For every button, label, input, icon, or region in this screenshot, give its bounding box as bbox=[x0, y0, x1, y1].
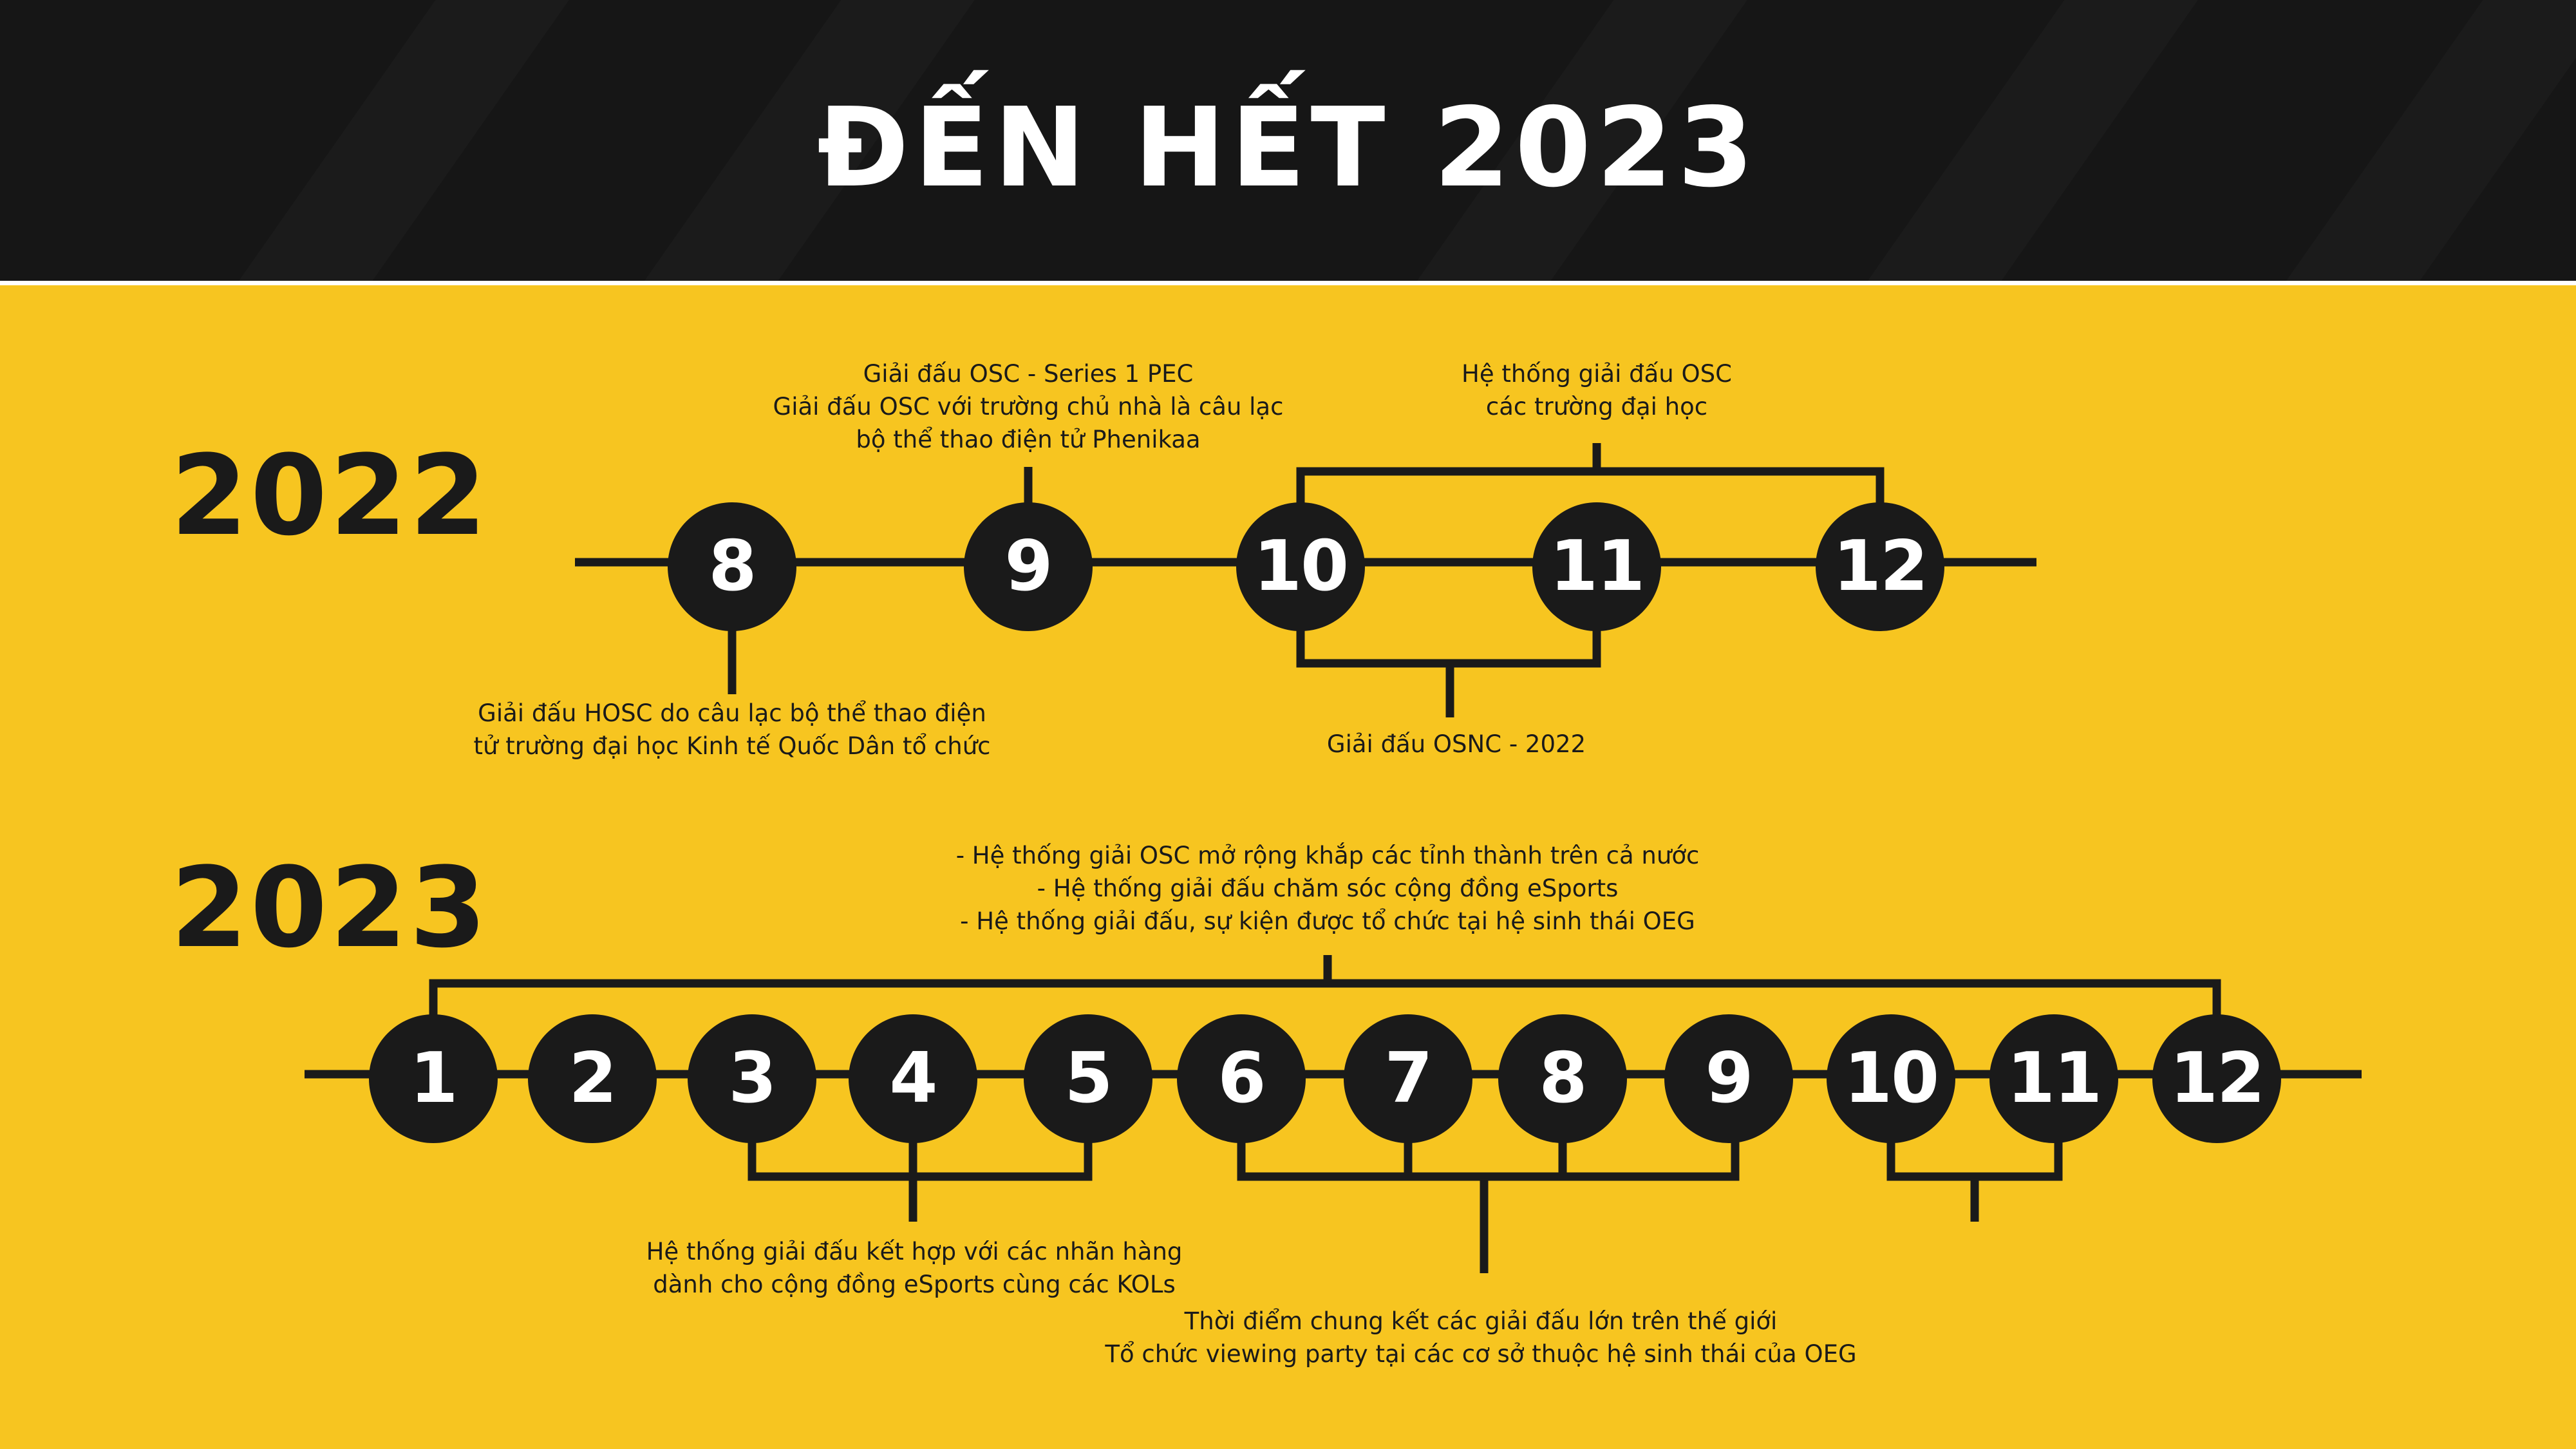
event-all-year-line: - Hệ thống giải đấu, sự kiện được tổ chứ… bbox=[960, 907, 1695, 935]
event-brands-line: dành cho cộng đồng eSports cùng các KOLs bbox=[653, 1271, 1176, 1298]
year-2023-label: 2023 bbox=[171, 843, 489, 972]
event-osc-series: Giải đấu OSC - Series 1 PEC Giải đấu OSC… bbox=[773, 357, 1284, 456]
event-osc-series-line: bộ thể thao điện tử Phenikaa bbox=[856, 426, 1201, 453]
event-world-finals-line: Thời điểm chung kết các giải đấu lớn trê… bbox=[1184, 1307, 1778, 1335]
event-all-year-line: - Hệ thống giải đấu chăm sóc cộng đồng e… bbox=[1037, 875, 1619, 902]
month-node-2023-5: 5 bbox=[1024, 1014, 1152, 1143]
event-osc-universities-line: Hệ thống giải đấu OSC bbox=[1462, 360, 1732, 388]
bracket-world-finals bbox=[1237, 1074, 1740, 1181]
event-osnc: Giải đấu OSNC - 2022 bbox=[1327, 728, 1586, 761]
event-all-year-line: - Hệ thống giải OSC mở rộng khắp các tỉn… bbox=[955, 842, 1700, 869]
month-node-2023-4: 4 bbox=[849, 1014, 977, 1143]
page-title: ĐẾN HẾT 2023 bbox=[817, 84, 1759, 212]
event-world-finals-line: Tổ chức viewing party tại các cơ sở thuộ… bbox=[1105, 1340, 1857, 1368]
month-node-2023-12: 12 bbox=[2152, 1014, 2281, 1143]
event-hosc-line: Giải đấu HOSC do câu lạc bộ thể thao điệ… bbox=[478, 699, 986, 727]
event-osnc-line: Giải đấu OSNC - 2022 bbox=[1326, 730, 1586, 758]
month-node-2023-3: 3 bbox=[688, 1014, 816, 1143]
month-node-2022-10: 10 bbox=[1236, 502, 1365, 631]
month-node-2023-9: 9 bbox=[1664, 1014, 1793, 1143]
year-2022-label: 2022 bbox=[171, 431, 489, 560]
event-brands: Hệ thống giải đấu kết hợp với các nhãn h… bbox=[646, 1235, 1183, 1301]
event-osc-universities: Hệ thống giải đấu OSC các trường đại học bbox=[1462, 357, 1732, 423]
month-node-2023-10: 10 bbox=[1827, 1014, 1955, 1143]
month-node-2023-6: 6 bbox=[1177, 1014, 1306, 1143]
month-node-2022-8: 8 bbox=[668, 502, 796, 631]
event-hosc: Giải đấu HOSC do câu lạc bộ thể thao điệ… bbox=[473, 697, 990, 762]
month-node-2023-1: 1 bbox=[369, 1014, 498, 1143]
header-banner: ĐẾN HẾT 2023 bbox=[0, 0, 2576, 285]
event-osc-series-line: Giải đấu OSC - Series 1 PEC bbox=[863, 360, 1194, 388]
month-node-2023-2: 2 bbox=[528, 1014, 657, 1143]
month-node-2022-12: 12 bbox=[1816, 502, 1944, 631]
event-hosc-line: tử trường đại học Kinh tế Quốc Dân tổ ch… bbox=[473, 732, 991, 760]
event-osc-universities-line: các trường đại học bbox=[1485, 393, 1708, 421]
event-brands-line: Hệ thống giải đấu kết hợp với các nhãn h… bbox=[646, 1238, 1183, 1265]
month-node-2023-8: 8 bbox=[1498, 1014, 1627, 1143]
month-node-2022-9: 9 bbox=[964, 502, 1093, 631]
event-world-finals: Thời điểm chung kết các giải đấu lớn trê… bbox=[1105, 1305, 1856, 1370]
event-all-year: - Hệ thống giải OSC mở rộng khắp các tỉn… bbox=[956, 839, 1700, 938]
month-node-2022-11: 11 bbox=[1532, 502, 1661, 631]
event-osc-series-line: Giải đấu OSC với trường chủ nhà là câu l… bbox=[773, 393, 1284, 421]
month-node-2023-11: 11 bbox=[1989, 1014, 2118, 1143]
month-node-2023-7: 7 bbox=[1344, 1014, 1472, 1143]
